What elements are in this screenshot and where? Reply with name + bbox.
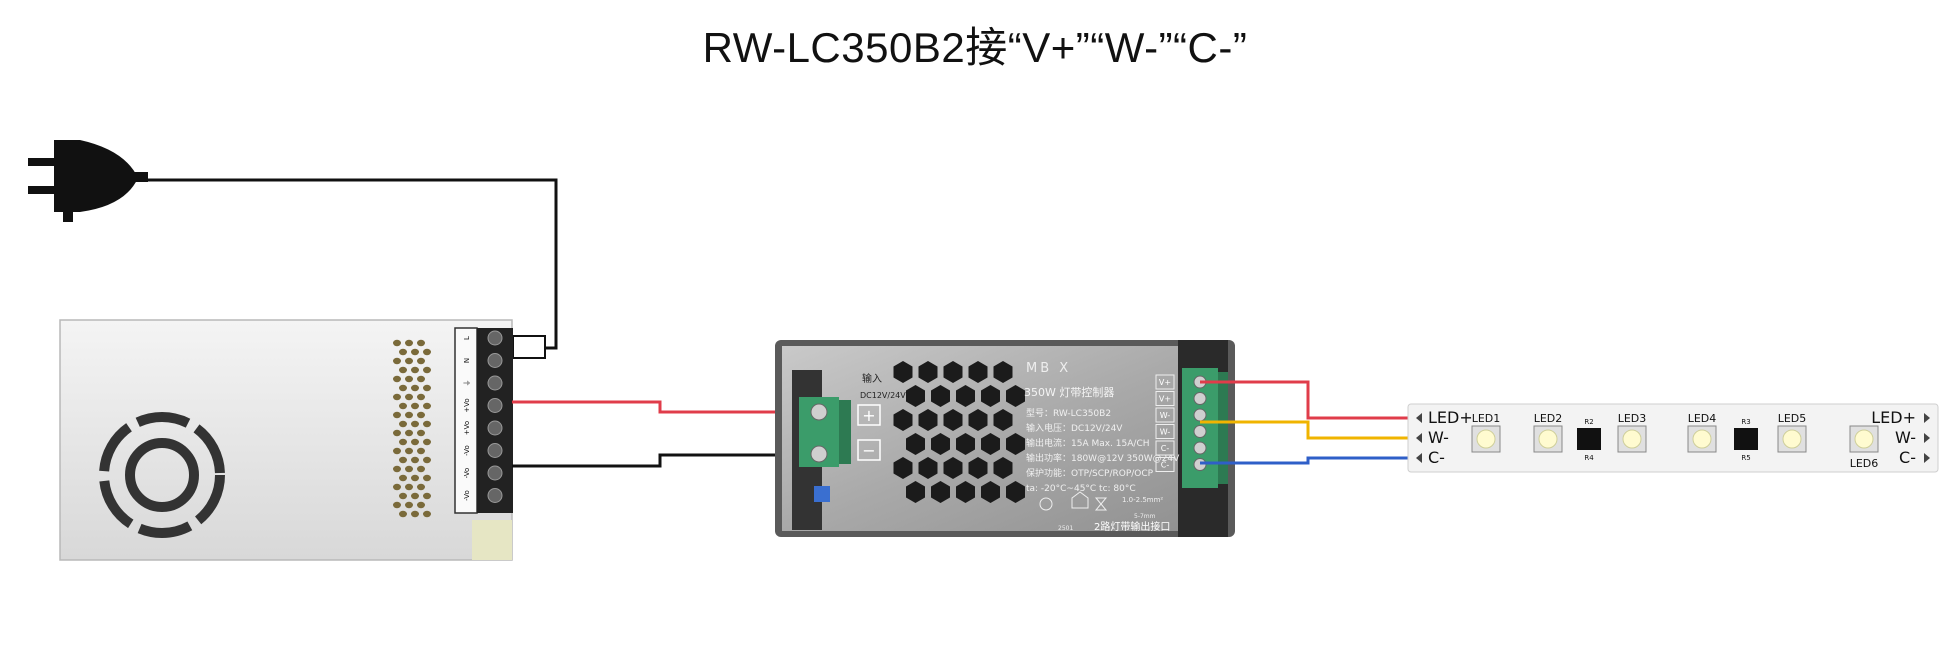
psu-terminal-label: ⏚ [463,380,471,387]
controller-spec-line: 输入电压：DC12V/24V [1026,422,1123,434]
psu-terminal-label: -Vo [463,468,471,479]
strip-pad-label: LED+ [1871,408,1916,427]
strip-pad-label: C- [1428,448,1445,467]
output-terminal-screw [1193,392,1207,405]
brand-logo: MB X [1026,361,1071,376]
input-minus-label: − [862,441,875,460]
psu-terminal-screw [487,398,503,413]
output-terminal-label: V+ [1159,378,1171,387]
psu-terminal-label: -Vo [463,445,471,456]
c-minus-wire [1200,456,1415,465]
ac-cable [148,178,558,350]
resistor-label: R2 [1584,418,1593,426]
output-terminal-label: C- [1161,444,1170,453]
strip-pad-label: W- [1895,428,1916,447]
resistor-label: R4 [1584,454,1594,462]
led-strip-controller: 输入 DC12V/24V + − MB X 350W 灯带控制器 型号：RW-L… [775,340,1235,537]
controller-spec-line: ta: -20°C~45°C tc: 80°C [1026,484,1136,494]
psu-terminal-screws [487,330,503,503]
led-chip [1692,429,1712,449]
controller-vent-grid [893,361,1025,503]
led-label: LED6 [1850,457,1879,470]
led-label: LED4 [1688,412,1717,425]
output-terminal-screw [1193,408,1207,422]
psu-terminal-screw [487,488,503,503]
led-label: LED1 [1472,412,1501,425]
controller-spec-line: 输出功率：180W@12V 350W@24V [1026,452,1180,464]
led-chip [1622,429,1642,449]
output-terminal-label: W- [1160,428,1171,437]
power-plug-icon [28,140,148,222]
controller-spec-line: 型号：RW-LC350B2 [1026,408,1111,419]
w-minus-wire [1200,420,1415,440]
psu-terminal-screw [487,420,503,436]
psu-terminal-label: L [463,336,471,340]
power-supply: L N ⏚ +Vo +Vo -Vo -Vo -Vo [59,319,513,561]
psu-terminal-label: N [463,358,471,363]
controller-output-terminal [1182,368,1228,488]
input-voltage: DC12V/24V [860,391,906,400]
psu-negative-wire [512,453,810,468]
resistor-label: R5 [1741,454,1750,462]
led-chip [1538,429,1558,449]
output-terminal-screw [1193,425,1207,438]
led-chip [1476,429,1496,449]
controller-spec-line: 保护功能：OTP/SCP/ROP/OCP [1026,467,1154,479]
output-terminal-label: C- [1161,461,1170,470]
strip-length-label: 5-7mm [1134,513,1156,520]
output-terminal-label: W- [1160,411,1171,420]
psu-terminal-label: +Vo [463,398,471,412]
controller-name: 350W 灯带控制器 [1024,385,1114,399]
strip-pad-label: LED+ [1428,408,1473,427]
controller-spec-line: 输出电流：15A Max. 15A/CH [1026,437,1150,449]
resistor [1577,428,1601,450]
controller-code: 2501 [1058,525,1073,532]
psu-terminal-screw [487,465,503,481]
controller-spec-list: 型号：RW-LC350B2 输入电压：DC12V/24V 输出电流：15A Max.… [1026,408,1180,494]
certification-icons [1039,491,1108,511]
output-terminal-label: V+ [1159,395,1171,404]
psu-terminal-label: +Vo [463,421,471,435]
output-terminal-screw [1193,441,1207,455]
v-plus-wire [1200,380,1415,420]
led-chip [1782,429,1802,449]
led-label: LED3 [1618,412,1647,425]
psu-terminal-label: -Vo [463,490,471,501]
strip-pad-label: C- [1899,448,1916,467]
psu-vent-grid [393,339,431,518]
led-label: LED2 [1534,412,1563,425]
input-label: 输入 [862,372,882,385]
diagram-title: RW-LC350B2接“V+”“W-”“C-” [702,24,1248,71]
psu-positive-wire [512,400,810,414]
psu-terminal-screw [487,353,503,368]
output-label: 2路灯带输出接口 [1094,520,1170,533]
input-plus-label: + [862,406,875,425]
strip-pad-label: W- [1428,428,1449,447]
controller-button [814,486,830,502]
psu-terminal-screw [487,375,503,391]
ac-cable-clamp [512,335,546,359]
psu-terminal-screw [487,330,503,346]
resistor-label: R3 [1741,418,1750,426]
psu-terminal-screw [487,443,503,458]
led-chip [1854,429,1874,449]
resistor [1734,428,1758,450]
wire-gauge-label: 1.0-2.5mm² [1122,496,1163,504]
controller-input-terminal [799,397,851,467]
psu-fan-icon [99,412,225,538]
led-label: LED5 [1778,412,1807,425]
